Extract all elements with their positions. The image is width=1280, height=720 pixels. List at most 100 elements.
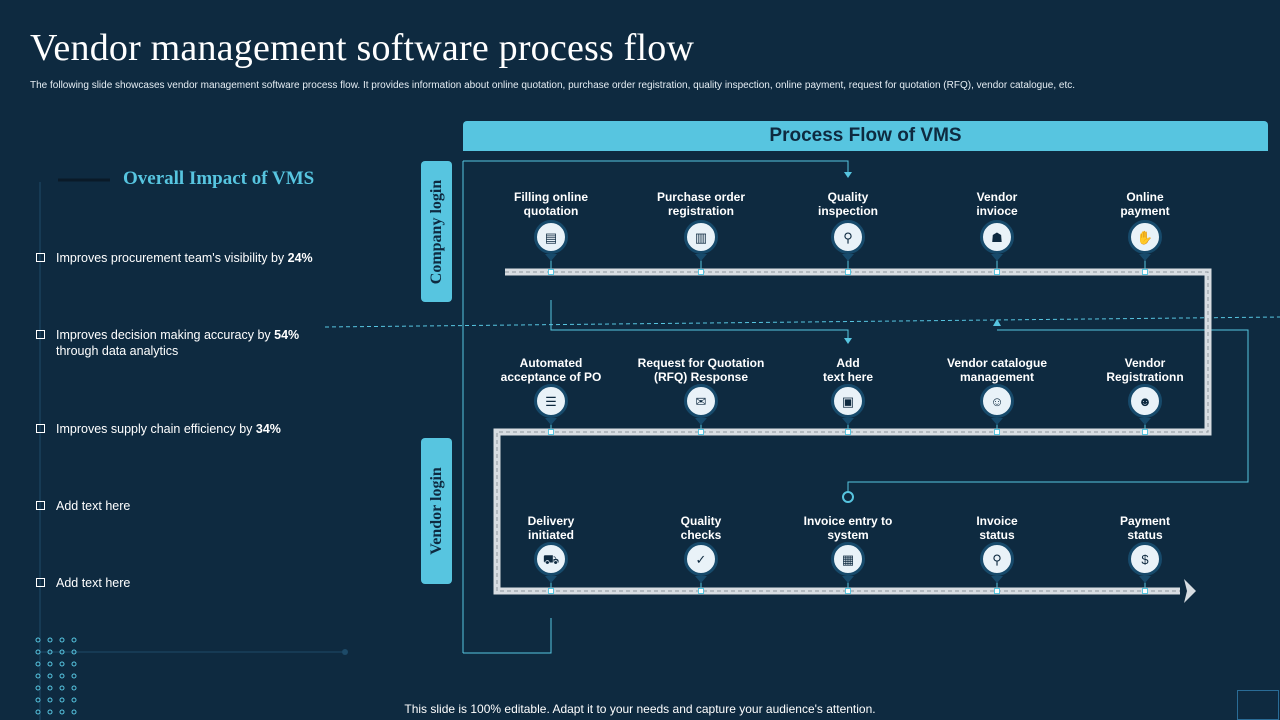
chat-icon: ✉ [684,384,718,418]
checkbox-icon [36,330,45,339]
track-marker [994,588,1000,594]
page-subtitle: The following slide showcases vendor man… [30,80,1076,91]
impact-item-text: Improves procurement team's visibility b… [56,251,313,265]
grid-dot [47,649,53,655]
invoice-person-icon: ☗ [980,220,1014,254]
grid-dot [59,661,65,667]
grid-dot [35,673,41,679]
track-marker [994,429,1000,435]
impact-value: 54% [274,328,300,342]
track-marker [1142,269,1148,275]
grid-dot [59,709,65,715]
pin-pointer [842,418,854,425]
track-marker [845,588,851,594]
track-marker [994,269,1000,275]
track-marker [548,429,554,435]
track-marker [1142,588,1148,594]
file-icon: ▣ [831,384,865,418]
vendor-login-label: Vendor login [427,467,445,555]
grid-dot [47,673,53,679]
pin-pointer [991,418,1003,425]
impact-item-text: Improves decision making accuracy by 54%… [56,328,300,358]
inspection-icon: ⚲ [831,220,865,254]
pin-pointer [1139,254,1151,261]
impact-item-text: Add text here [56,499,131,513]
pin-pointer [1139,576,1151,583]
impact-heading: Overall Impact of VMS [123,168,315,189]
pin-pointer [545,418,557,425]
grid-dot [59,685,65,691]
pin-pointer [991,576,1003,583]
track-marker [548,588,554,594]
company-login-tab: Company login [421,161,452,302]
grid-dot [35,697,41,703]
checkbox-icon [36,578,45,587]
track-marker [698,588,704,594]
grid-dot [59,673,65,679]
grid-dot [71,685,77,691]
grid-dot [47,637,53,643]
grid-dot [35,685,41,691]
vendor-login-tab: Vendor login [421,438,452,584]
hand-money-icon: ✋ [1128,220,1162,254]
pin-pointer [1139,418,1151,425]
checkbox-icon [36,424,45,433]
track-marker [698,429,704,435]
grid-dot [59,697,65,703]
quality-check-icon: ✓ [684,542,718,576]
document-icon: ▤ [534,220,568,254]
pin-pointer [695,418,707,425]
pin-pointer [695,254,707,261]
dot-grid-decoration [35,637,77,715]
clipboard-icon: ▥ [684,220,718,254]
grid-dot [71,637,77,643]
company-login-label: Company login [427,179,445,284]
track-marker [1142,429,1148,435]
step-label: Request for Quotation(RFQ) Response [637,356,765,384]
impact-item-text: Improves supply chain efficiency by 34% [56,422,281,436]
pin-pointer [842,254,854,261]
grid-dot [47,685,53,691]
grid-dot [35,637,41,643]
grid-dot [59,637,65,643]
grid-dot [71,709,77,715]
truck-icon: ⛟ [534,542,568,576]
pin-pointer [545,254,557,261]
checkbox-icon [36,253,45,262]
grid-dot [35,709,41,715]
corner-decoration [1237,690,1279,720]
pin-pointer [842,576,854,583]
grid-dot [47,697,53,703]
track-marker [845,269,851,275]
impact-value: 24% [287,251,313,265]
pin-pointer [695,576,707,583]
grid-dot [35,649,41,655]
track-marker [548,269,554,275]
checkbox-icon [36,501,45,510]
invoice-icon: ▦ [831,542,865,576]
payment-icon: $ [1128,542,1162,576]
checklist-icon: ☰ [534,384,568,418]
grid-dot [47,709,53,715]
grid-dot [59,649,65,655]
impact-item-text: Add text here [56,576,131,590]
process-flow-banner: Process Flow of VMS [463,121,1268,151]
grid-dot [35,661,41,667]
grid-dot [47,661,53,667]
track-marker [845,429,851,435]
